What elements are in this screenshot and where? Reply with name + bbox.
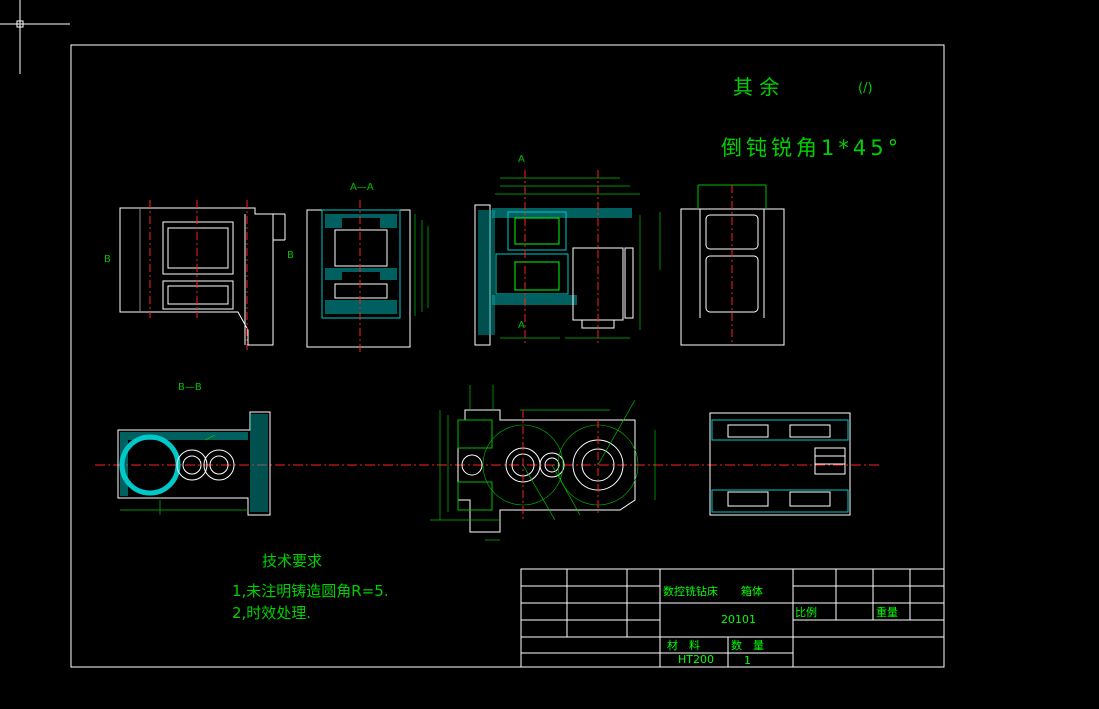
- tech-requirement-2: 2,时效处理.: [232, 604, 311, 622]
- view-front[interactable]: [119, 207, 286, 346]
- title-part-name: 箱体: [741, 584, 763, 598]
- section-label-bb: B—B: [178, 382, 202, 393]
- section-label-aa: A—A: [350, 182, 374, 193]
- svg-text:A: A: [518, 154, 525, 165]
- surface-finish-symbol: (/): [858, 81, 873, 96]
- view-bottom-right[interactable]: [709, 412, 851, 516]
- section-mark-b-left: B: [104, 254, 111, 265]
- note-chamfer: 倒钝锐角1*45°: [721, 136, 902, 160]
- title-material-value: HT200: [678, 653, 714, 666]
- svg-text:A: A: [518, 320, 525, 331]
- title-quantity-label: 数 量: [731, 639, 764, 652]
- tech-requirement-1: 1,未注明铸造圆角R=5.: [232, 582, 389, 600]
- view-plan[interactable]: [430, 385, 656, 541]
- title-scale-label: 比例: [795, 605, 817, 619]
- title-quantity-value: 1: [744, 654, 751, 667]
- view-side-centerlines: [524, 170, 599, 345]
- view-plan-centerlines: [522, 410, 599, 520]
- view-section-bb[interactable]: [117, 411, 271, 516]
- view-side-section[interactable]: A A: [474, 154, 661, 346]
- crosshair-cursor-icon: [0, 0, 70, 74]
- title-machine-name: 数控铣钻床: [663, 584, 718, 598]
- title-drawing-number: 20101: [721, 613, 756, 626]
- drawing-frame: [70, 44, 945, 668]
- title-block[interactable]: [520, 568, 945, 668]
- title-material-label: 材 料: [667, 638, 700, 652]
- section-mark-b-right: B: [287, 250, 294, 261]
- title-weight-label: 重量: [876, 605, 898, 619]
- view-front-centerlines: [149, 200, 248, 350]
- tech-requirements-title: 技术要求: [262, 552, 322, 570]
- note-remaining: 其 余: [733, 75, 779, 99]
- view-section-aa[interactable]: [306, 209, 429, 348]
